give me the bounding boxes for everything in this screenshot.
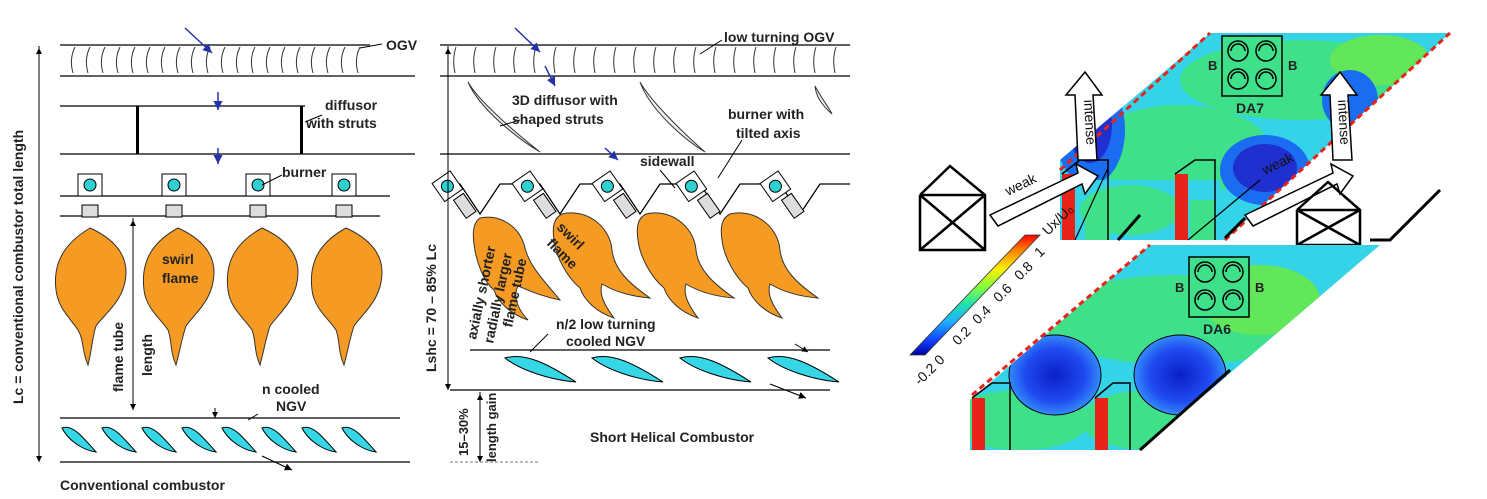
helical-ngv-vanes [503,356,840,383]
tilted-burners [431,170,805,219]
colorbar-tick-neg02: -0.2 [911,360,940,389]
da6-field [970,245,1380,450]
shaped-struts-label: shaped struts [512,111,604,127]
burner-label: burner [282,164,327,180]
strut [136,106,139,154]
low-turning-ogv-vanes [453,46,837,74]
length-gain-percent: 15–30% [456,408,471,456]
conventional-combustor-diagram: OGV diffusor with struts burner swirl [10,27,418,493]
burner-symbol [918,164,987,252]
burner-unit [161,173,187,218]
b-label-left-da6: B [1175,280,1184,295]
helical-caption: Short Helical Combustor [590,429,755,445]
low-turning-ogv-label: low turning OGV [724,29,835,45]
tilted-burner [431,170,477,219]
lc-axis-label: Lc = conventional combustor total length [10,130,26,404]
ogv-vanes [70,46,361,74]
diffusor-struts-label: with struts [305,115,377,131]
sidewall-label: sidewall [640,153,694,169]
tilted-burner [759,170,805,219]
da7-inset: B B DA7 [1208,35,1297,116]
n2-low-turning-label: n/2 low turning [556,316,656,332]
tilted-burner [675,170,721,219]
ogv-label: OGV [386,37,418,53]
conventional-caption: Conventional combustor [60,477,225,493]
burner-tilted-label-2: tilted axis [736,125,801,141]
burner-symbol [1295,180,1362,247]
cfd-velocity-fields: weak intense weak intense [909,31,1452,452]
b-label-right-da6: B [1255,280,1264,295]
intense-label-2: intense [1335,99,1353,145]
burner-unit [77,173,103,218]
tilted-burner [591,170,637,219]
da7-label: DA7 [1236,100,1264,116]
flame-label: flame [162,270,199,286]
tilted-swirl-flames [472,212,820,321]
lshc-axis-label: Lshc = 70 – 85% Lc [423,244,439,372]
da6-label: DA6 [1203,321,1231,337]
b-label-right: B [1288,58,1297,73]
length-label: length [139,334,155,376]
flame-tube-label: flame tube [110,322,126,392]
strut [300,106,303,154]
burner-unit [331,173,357,218]
burners [77,173,357,218]
3d-diffusor-label: 3D diffusor with [512,92,618,108]
colorbar-tick-1: 1 [1031,243,1048,260]
helical-combustor-diagram: low turning OGV 3D diffusor with shaped … [423,27,850,463]
diffusor-label: diffusor [325,97,378,113]
da6-inset: B B DA6 [1175,256,1264,337]
swirl-label: swirl [162,251,194,267]
shaped-struts [467,81,833,153]
burner-unit [245,173,271,218]
weak-intense-arrows-da7 [988,70,1359,227]
ngv-vanes [61,426,378,453]
swirl-flames [54,227,383,367]
ngv-label: NGV [276,398,307,414]
length-gain-label: length gain [484,393,499,462]
n-cooled-label: n cooled [262,381,320,397]
burner-tilted-label-1: burner with [728,106,804,122]
cooled-ngv-label: cooled NGV [566,333,646,349]
b-label-left: B [1208,58,1217,73]
intense-label-1: intense [1081,99,1099,145]
tilted-burner [511,170,557,219]
